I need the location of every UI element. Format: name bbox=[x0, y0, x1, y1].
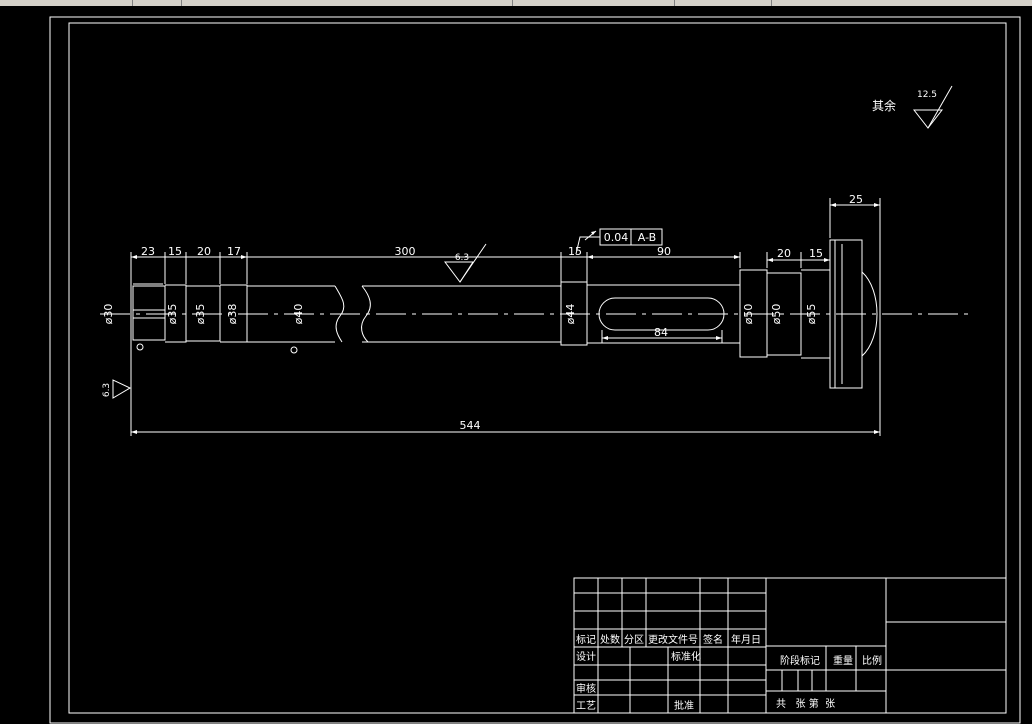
dia-55: ø55 bbox=[805, 304, 818, 325]
dim-84: 84 bbox=[654, 326, 668, 339]
roughness-shaft-value: 6.3 bbox=[455, 253, 469, 263]
roughness-general-value: 12.5 bbox=[917, 90, 937, 100]
dim-544: 544 bbox=[460, 419, 481, 432]
tb-biaoji: 标记 bbox=[576, 634, 596, 646]
dim-23: 23 bbox=[141, 245, 155, 258]
dim-20-b: 20 bbox=[777, 247, 791, 260]
tolerance-datum: A-B bbox=[638, 231, 656, 244]
shaft-outline bbox=[132, 239, 878, 389]
dim-15-c: 15 bbox=[809, 247, 823, 260]
dim-17: 17 bbox=[227, 245, 241, 258]
dia-50-b: ø50 bbox=[770, 304, 783, 325]
cad-drawing-canvas[interactable]: 23 15 20 17 300 15 90 20 15 25 84 544 ø3… bbox=[0, 6, 1032, 724]
tolerance-leader bbox=[575, 236, 600, 255]
datum-marker-icon bbox=[136, 343, 144, 351]
dim-20: 20 bbox=[197, 245, 211, 258]
tb-qianming: 签名 bbox=[703, 633, 723, 646]
outer-frame bbox=[49, 16, 1021, 724]
dia-38: ø38 bbox=[226, 304, 239, 325]
dimension-arrowheads bbox=[131, 203, 880, 434]
toolbar-segment bbox=[0, 0, 133, 6]
dia-50-a: ø50 bbox=[742, 304, 755, 325]
tb-bili: 比例 bbox=[862, 654, 882, 667]
roughness-symbol-general bbox=[927, 85, 953, 129]
toolbar-segment bbox=[675, 0, 772, 6]
dim-15: 15 bbox=[168, 245, 182, 258]
keyway-slot bbox=[598, 297, 725, 331]
toolbar-segment bbox=[190, 0, 513, 6]
tb-gongyi: 工艺 bbox=[576, 700, 596, 712]
dia-35-b: ø35 bbox=[194, 304, 207, 325]
tb-genggai: 更改文件号 bbox=[648, 633, 698, 646]
dia-30: ø30 bbox=[102, 304, 115, 325]
tb-biaozhunhua: 标准化 bbox=[671, 650, 701, 663]
roughness-symbol-shaft bbox=[444, 261, 474, 283]
tb-zhongliang: 重量 bbox=[833, 654, 853, 667]
extension-lines bbox=[130, 198, 881, 436]
window-title-strip bbox=[0, 0, 1032, 6]
dimension-lines bbox=[131, 204, 880, 433]
dim-300: 300 bbox=[395, 245, 416, 258]
dim-25: 25 bbox=[849, 193, 863, 206]
dim-90: 90 bbox=[657, 245, 671, 258]
tb-sheji: 设计 bbox=[576, 650, 596, 663]
title-block-grid bbox=[573, 577, 1007, 714]
tb-fenqu: 分区 bbox=[624, 634, 644, 646]
datum-marker-icon bbox=[290, 346, 298, 354]
tb-chushu: 处数 bbox=[600, 633, 620, 646]
tb-sheet: 共 张 第 张 bbox=[776, 697, 835, 710]
roughness-general-label: 其余 bbox=[872, 98, 896, 113]
roughness-symbol-left bbox=[112, 379, 132, 399]
tb-nianyueri: 年月日 bbox=[731, 633, 761, 646]
dim-15-b: 15 bbox=[568, 245, 582, 258]
tolerance-value: 0.04 bbox=[604, 231, 629, 244]
tb-shenhe: 审核 bbox=[576, 682, 596, 695]
dia-44: ø44 bbox=[564, 304, 577, 325]
dia-40: ø40 bbox=[292, 304, 305, 325]
roughness-left-value: 6.3 bbox=[102, 383, 112, 397]
dia-35-a: ø35 bbox=[166, 304, 179, 325]
toolbar-segment bbox=[133, 0, 182, 6]
toolbar-segment bbox=[514, 0, 675, 6]
tb-pizhun: 批准 bbox=[674, 699, 694, 712]
roughness-symbol-shaft bbox=[459, 243, 487, 283]
tb-jieduan: 阶段标记 bbox=[780, 654, 820, 667]
roughness-symbol-general bbox=[912, 109, 944, 129]
inner-frame bbox=[68, 22, 1007, 714]
